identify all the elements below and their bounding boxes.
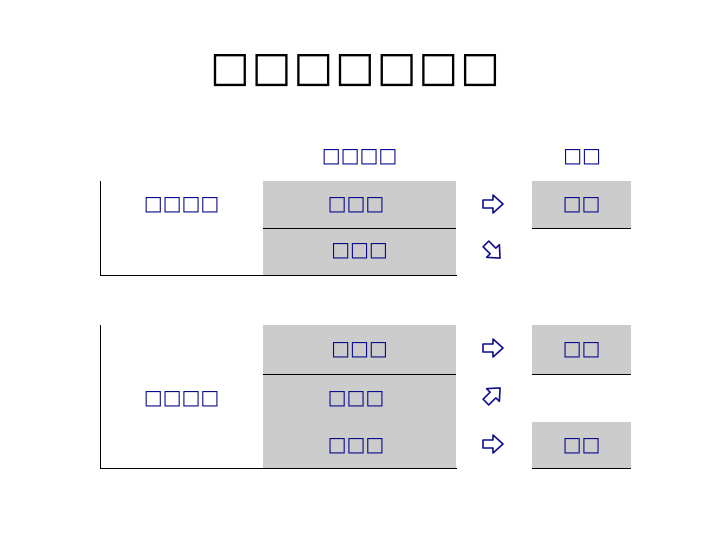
slide-title: □□□□□□□ (210, 42, 502, 91)
group-2-row-divider-1 (263, 374, 456, 375)
group-1-row-1-middle: □□□ (327, 191, 385, 215)
group-2-row-1-right: □□ (562, 336, 601, 360)
group-2-right-border-3 (532, 468, 631, 469)
group-1-label: □□□□ (143, 191, 220, 215)
right-arrow-icon (481, 336, 505, 360)
group-2-label: □□□□ (143, 385, 220, 409)
group-1-row-divider (263, 228, 456, 229)
down-right-arrow-icon (481, 239, 505, 263)
group-1-left-border (100, 181, 101, 276)
group-1-row-1-right: □□ (562, 191, 601, 215)
group-2-right-fill-1 (532, 325, 631, 374)
middle-column-header: □□□□ (321, 143, 398, 167)
group-2-row-3-right: □□ (562, 432, 601, 456)
group-1-right-fill (532, 181, 631, 228)
right-column-header: □□ (563, 143, 601, 167)
right-arrow-icon (481, 192, 505, 216)
up-right-arrow-icon (481, 383, 505, 407)
group-2-bottom-border (100, 468, 457, 469)
group-2-row-2-middle: □□□ (327, 385, 385, 409)
group-1-row-2-middle: □□□ (331, 237, 388, 261)
group-2-row-3-middle: □□□ (327, 432, 385, 456)
group-2-right-fill-3 (532, 422, 631, 468)
group-1-right-bottom-border (532, 228, 631, 229)
group-2-right-border-1 (532, 374, 631, 375)
right-arrow-icon (481, 432, 505, 456)
group-2-row-1-middle: □□□ (331, 336, 388, 360)
group-1-bottom-border (100, 275, 457, 276)
group-2-middle-fill (263, 325, 456, 468)
group-2-left-border (100, 325, 101, 469)
